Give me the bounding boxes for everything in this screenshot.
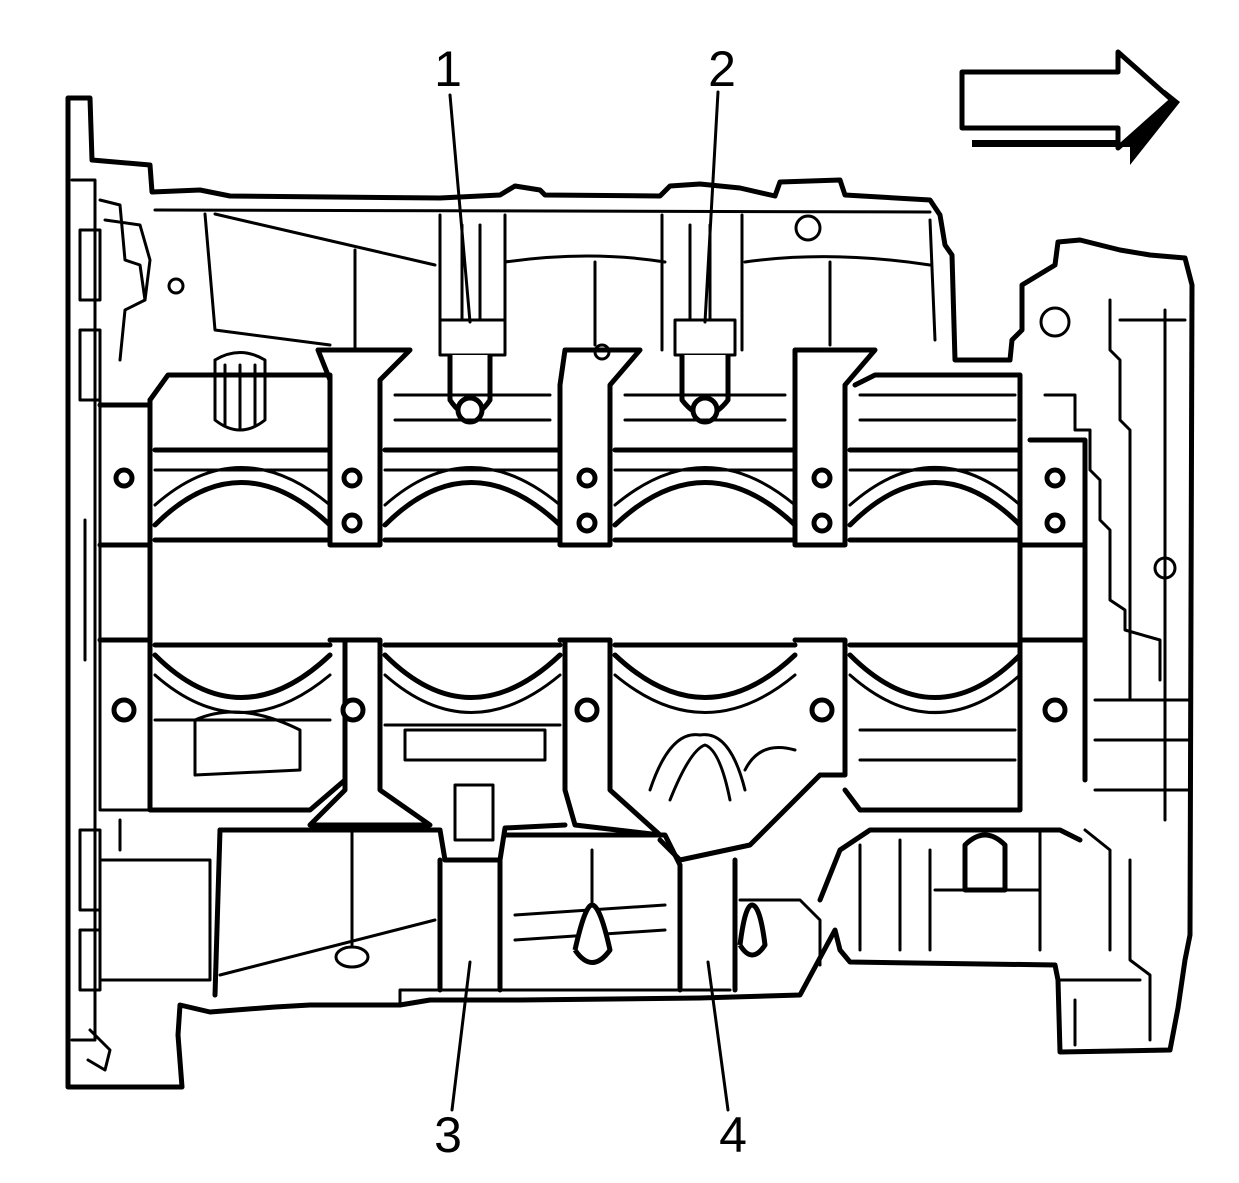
lower-crankcase: [118, 818, 1152, 1047]
upper-deck: [153, 208, 1071, 361]
leader-1: [448, 93, 472, 324]
callout-3: 3: [434, 1107, 462, 1163]
bulkhead-3: [657, 347, 878, 863]
end-bulkhead-rear: [1042, 467, 1068, 723]
cylinder-bore-3: [612, 393, 798, 802]
callout-4: 4: [719, 1107, 747, 1163]
leader-3: [450, 960, 472, 1112]
rib-callout-2: [660, 213, 744, 425]
rear-side-details: [1043, 298, 1192, 822]
left-flange: [70, 178, 212, 1072]
end-bulkhead-front: [111, 467, 137, 723]
direction-arrow-right-icon: [959, 49, 1180, 165]
bearing-frame: [97, 372, 1088, 813]
leader-4: [706, 960, 730, 1112]
callout-1: 1: [434, 41, 462, 97]
cylinder-bore-1: [152, 351, 333, 777]
callout-2: 2: [708, 41, 736, 97]
rib-callout-1: [438, 213, 507, 425]
block-outline: [65, 95, 1195, 1090]
bulkhead-2: [557, 347, 663, 838]
cylinder-bore-2: [382, 393, 563, 842]
leader-lines: [448, 90, 730, 1112]
cylinder-bore-4: [847, 393, 1023, 762]
leader-2: [703, 90, 720, 324]
bulkhead-1: [307, 347, 433, 828]
